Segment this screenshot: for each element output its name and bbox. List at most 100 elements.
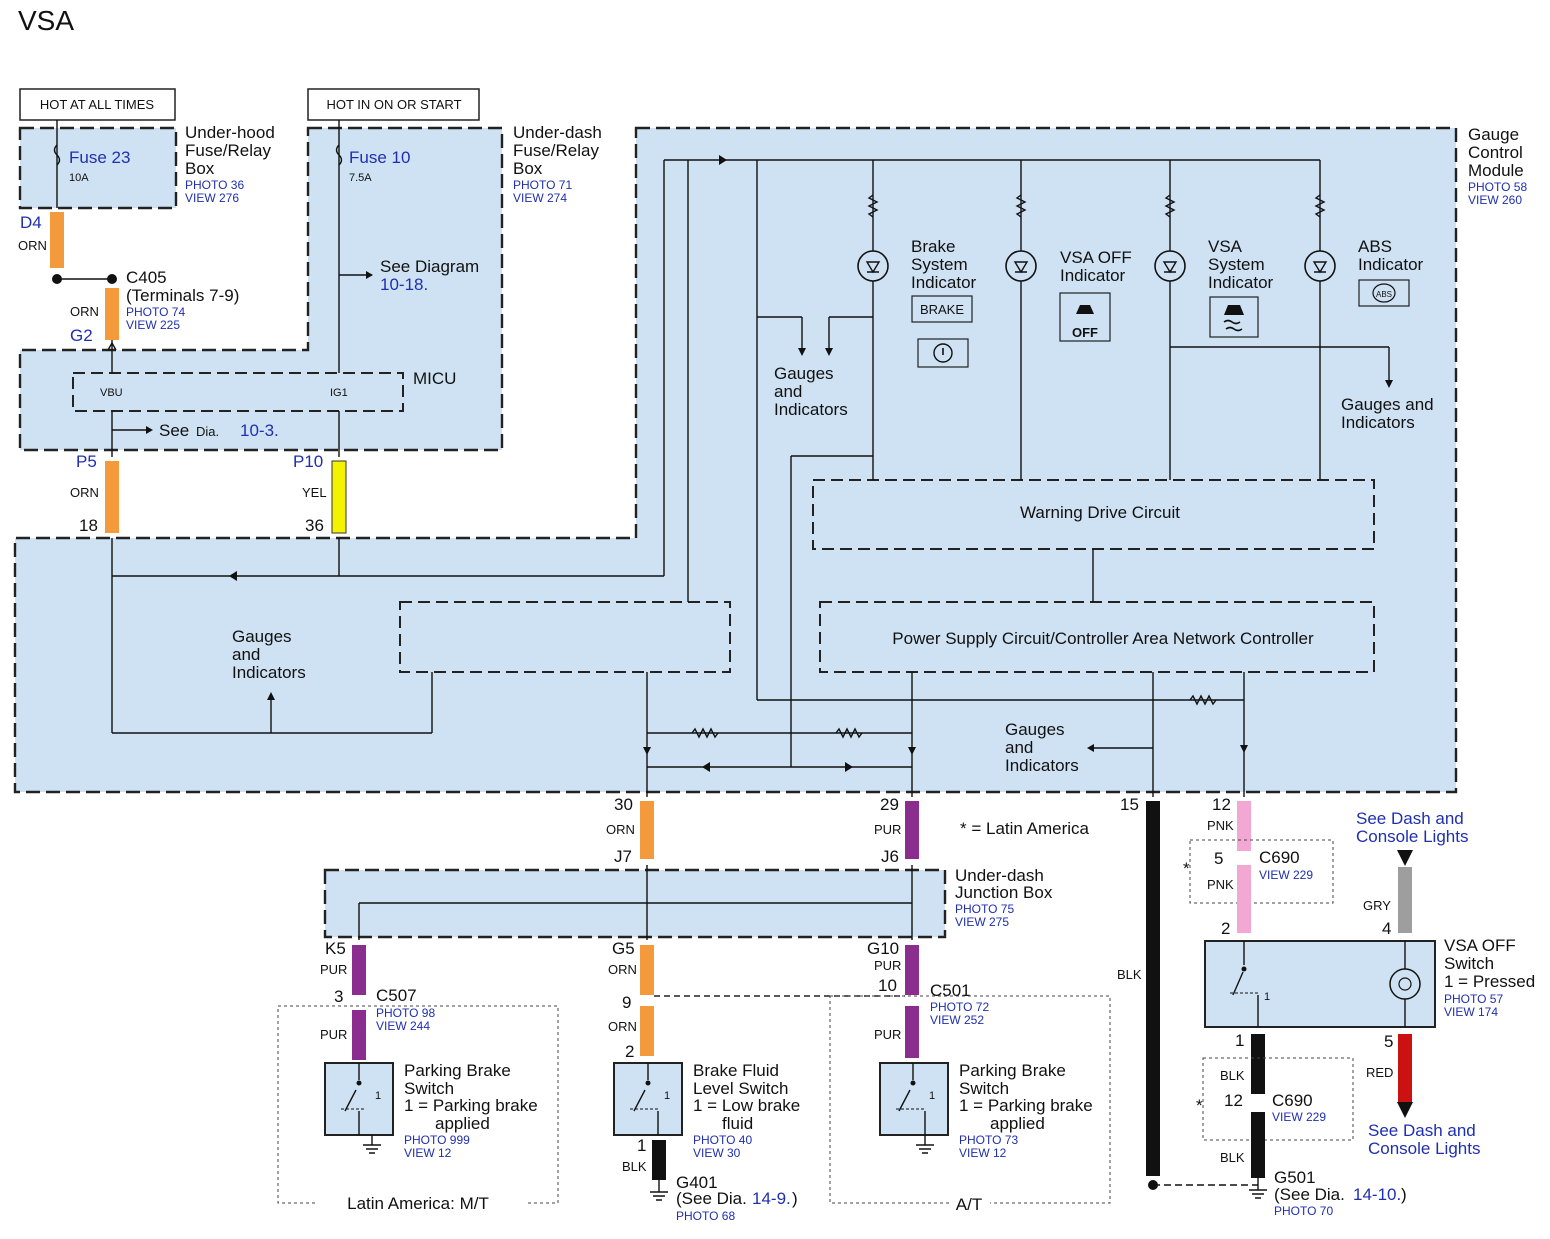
pbs1-l2: Switch	[404, 1079, 454, 1098]
c690-12: 12	[1224, 1091, 1243, 1110]
bfl-view: VIEW 30	[693, 1146, 741, 1160]
wire-red	[1398, 1034, 1412, 1102]
term-3: 3	[334, 987, 343, 1006]
bfl-photo: PHOTO 40	[693, 1133, 752, 1147]
c501-photo: PHOTO 72	[930, 1000, 989, 1014]
vsaoff-ind-l2: Indicator	[1060, 266, 1126, 285]
g10-label: G10	[867, 939, 899, 958]
pbs2-photo: PHOTO 73	[959, 1133, 1018, 1147]
wire-pnk-12	[1237, 801, 1251, 851]
underhood-fuse-box	[18, 126, 178, 210]
power-supply-circuit	[819, 601, 1375, 673]
wire-color-yel: YEL	[302, 485, 327, 500]
term-15: 15	[1120, 795, 1139, 814]
c690-top-view: VIEW 229	[1259, 868, 1313, 882]
underdash-l3: Box	[513, 159, 543, 178]
c690-bot-name: C690	[1272, 1091, 1313, 1110]
fuse-10-amp: 7.5A	[349, 172, 372, 184]
wire-pur-k5	[352, 945, 366, 995]
wire-color-pur-2: PUR	[320, 962, 347, 977]
wire-color-orn-6: ORN	[608, 1019, 637, 1034]
wire-color-orn-1: ORN	[18, 238, 47, 253]
gauges-left-l1: Gauges	[232, 627, 292, 646]
group-latin-mt	[277, 1005, 559, 1204]
abs-ind-l2: Indicator	[1358, 255, 1424, 274]
wire-color-orn-2: ORN	[70, 304, 99, 319]
group-latin-mt-label: Latin America: M/T	[347, 1194, 489, 1213]
underdash-photo: PHOTO 71	[513, 178, 572, 192]
wire-pur-29	[905, 801, 919, 859]
vsa-switch-lamp	[1389, 968, 1421, 1000]
wire-color-gry: GRY	[1363, 898, 1391, 913]
wire-color-orn-3: ORN	[70, 485, 99, 500]
gauges-low-l1: Gauges	[1005, 720, 1065, 739]
vsaswitch-l3: 1 = Pressed	[1444, 972, 1535, 991]
wire-pur-g10	[905, 945, 919, 995]
micu-ref: 10-3.	[240, 421, 279, 440]
wire-orn-g5	[640, 945, 654, 995]
junction-view: VIEW 275	[955, 915, 1009, 929]
underhood-l1: Under-hood	[185, 123, 275, 142]
pbs1-l4: applied	[435, 1114, 490, 1133]
p10-label: P10	[293, 452, 323, 471]
wire-color-pnk-1: PNK	[1207, 818, 1234, 833]
vsaswitch-view: VIEW 174	[1444, 1005, 1498, 1019]
c405-photo: PHOTO 74	[126, 305, 185, 319]
bfl-one: 1	[664, 1090, 670, 1102]
vsasys-ind-l3: Indicator	[1208, 273, 1274, 292]
bfl-l1: Brake Fluid	[693, 1061, 779, 1080]
wire-color-pnk-2: PNK	[1207, 877, 1234, 892]
underhood-view: VIEW 276	[185, 191, 239, 205]
brake-ind-l1: Brake	[911, 237, 955, 256]
pbs2-l1: Parking Brake	[959, 1061, 1066, 1080]
indicator-bulbs	[857, 250, 1336, 282]
underdash-view: VIEW 274	[513, 191, 567, 205]
c690-4: 4	[1382, 919, 1391, 938]
g501-close: )	[1401, 1185, 1407, 1204]
underhood-l2: Fuse/Relay	[185, 141, 271, 160]
g501-see: (See Dia.	[1274, 1185, 1345, 1204]
d4-label: D4	[20, 213, 42, 232]
wire-color-pur-1: PUR	[874, 822, 901, 837]
pbs1-photo: PHOTO 999	[404, 1133, 470, 1147]
wire-orn-p5	[105, 461, 119, 533]
gauge-l2: Control	[1468, 143, 1523, 162]
pbs1-l1: Parking Brake	[404, 1061, 511, 1080]
p5-label: P5	[76, 452, 97, 471]
vsa-off-icon-text: OFF	[1072, 325, 1098, 340]
gauge-l3: Module	[1468, 161, 1524, 180]
micu-see: See	[159, 421, 189, 440]
wire-color-blk-3: BLK	[1220, 1068, 1245, 1083]
term-18: 18	[79, 516, 98, 535]
pbs1-l3: 1 = Parking brake	[404, 1096, 538, 1115]
wire-color-pur-4: PUR	[874, 958, 901, 973]
power-supply-label: Power Supply Circuit/Controller Area Net…	[892, 629, 1314, 648]
c405-terms: (Terminals 7-9)	[126, 286, 239, 305]
c501-view: VIEW 252	[930, 1013, 984, 1027]
hot-at-all-times-label: HOT AT ALL TIMES	[40, 97, 154, 112]
resistors	[867, 194, 1326, 218]
wire-color-pur-3: PUR	[320, 1027, 347, 1042]
term-2: 2	[625, 1042, 634, 1061]
gauges-right-l1: Gauges and	[1341, 395, 1434, 414]
c690-2: 2	[1221, 919, 1230, 938]
term-9: 9	[622, 993, 631, 1012]
g2-label: G2	[70, 326, 93, 345]
underdash-l1: Under-dash	[513, 123, 602, 142]
fuse-10-label: Fuse 10	[349, 148, 410, 167]
g401-name: G401	[676, 1173, 718, 1192]
wire-blk-15	[1146, 801, 1160, 1176]
dash-bot-l2: Console Lights	[1368, 1139, 1480, 1158]
wire-color-blk-1: BLK	[622, 1159, 647, 1174]
hot-in-on-label: HOT IN ON OR START	[326, 97, 461, 112]
wire-blk-c690	[1251, 1112, 1265, 1178]
junction-l1: Under-dash	[955, 866, 1044, 885]
wire-orn-30	[640, 801, 654, 859]
abs-icon-text: ABS	[1376, 290, 1392, 299]
wire-color-orn-4: ORN	[606, 822, 635, 837]
wire-orn-d4	[50, 212, 64, 268]
vsaswitch-l1: VSA OFF	[1444, 936, 1516, 955]
star-bot: *	[1196, 1096, 1203, 1115]
micu-box	[72, 372, 404, 412]
